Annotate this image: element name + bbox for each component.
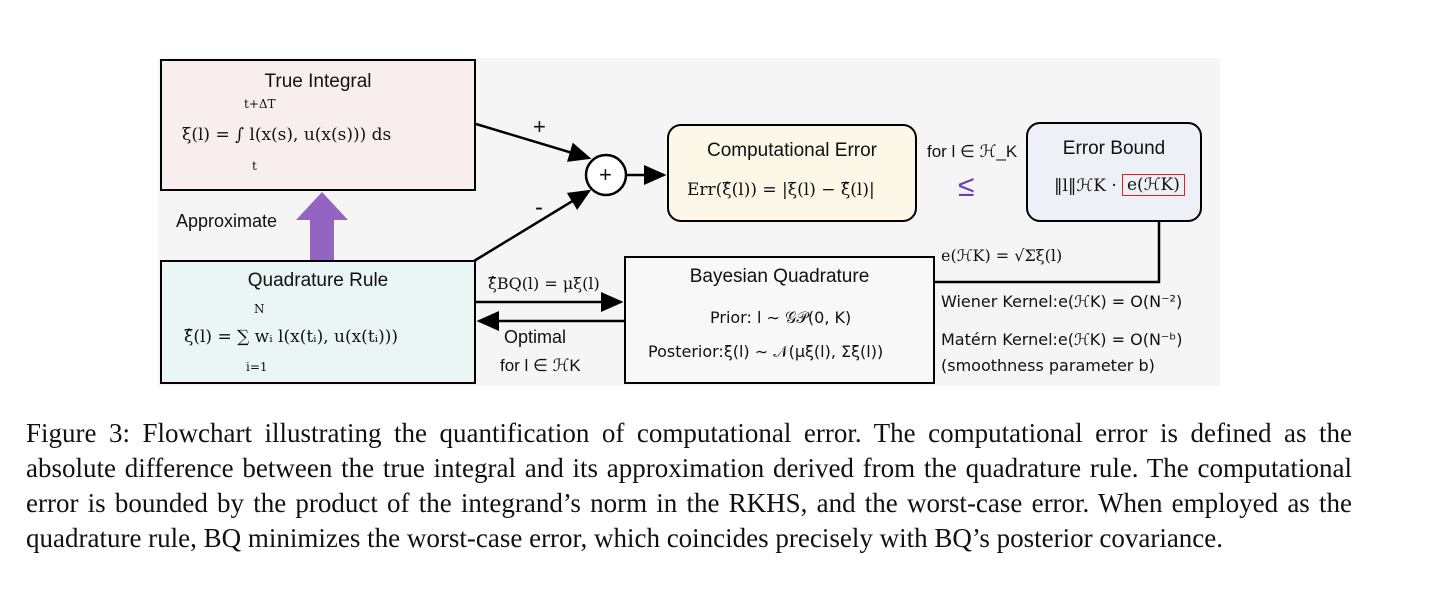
smoothness-note: (smoothness parameter b) [941, 356, 1155, 375]
approximate-label: Approximate [176, 211, 278, 231]
sum-symbol: + [599, 162, 612, 187]
for-l-label: for l ∈ ℋ_K [927, 142, 1018, 161]
computational-error-box: Computational Error Err(ξ̂(l)) = |ξ(l) −… [667, 124, 917, 222]
quadrature-rule-title: Quadrature Rule [247, 270, 389, 291]
quadrature-rule-box: Quadrature Rule ξ̂(l) = ∑ wᵢ l(x(tᵢ), u(… [160, 260, 476, 384]
error-bound-norm: ‖l‖ℋK · [1054, 176, 1117, 196]
optimal-for-label: for l ∈ ℋK [500, 356, 581, 375]
bq-output-label: ξ̂BQ(l) = μξ(l) [488, 274, 600, 293]
error-bound-worst-case: e(ℋK) [1122, 174, 1185, 196]
error-bound-box: Error Bound ‖l‖ℋK · e(ℋK) [1026, 122, 1202, 222]
wiener-kernel-note: Wiener Kernel:e(ℋK) = O(N⁻²) [941, 292, 1183, 311]
true-integral-upper-limit: t+ΔT [244, 97, 276, 111]
figure-caption: Figure 3: Flowchart illustrating the qua… [26, 418, 1352, 553]
optimal-label: Optimal [504, 327, 567, 347]
flowchart-diagram: True Integral ξ(l) = ∫ l(x(s), u(x(s))) … [158, 58, 1220, 386]
bayesian-quadrature-prior: Prior: l ∼ 𝒢𝒫(0, K) [710, 308, 852, 327]
computational-error-formula: Err(ξ̂(l)) = |ξ(l) − ξ̂(l)| [687, 180, 875, 200]
true-integral-lower-limit: t [252, 159, 257, 173]
true-to-sum-arrow [475, 122, 592, 162]
quadrature-rule-formula: ξ̂(l) = ∑ wᵢ l(x(tᵢ), u(x(tᵢ))) [184, 327, 398, 347]
worst-case-error-definition: e(ℋK) = √Σξ(l) [941, 246, 1063, 265]
true-integral-box: True Integral ξ(l) = ∫ l(x(s), u(x(s))) … [160, 59, 476, 191]
bayesian-quadrature-box: Bayesian Quadrature Prior: l ∼ 𝒢𝒫(0, K) … [624, 256, 935, 384]
bayesian-quadrature-title: Bayesian Quadrature [689, 266, 870, 287]
bq-to-bound-arrow [935, 189, 1169, 284]
connector-layer [296, 122, 1169, 331]
quadrature-to-sum-arrow [473, 189, 592, 263]
minus-label: - [535, 194, 543, 221]
computational-error-title: Computational Error [706, 140, 878, 161]
error-bound-title: Error Bound [1062, 138, 1166, 159]
leq-symbol: ≤ [958, 170, 975, 203]
bayesian-quadrature-posterior: Posterior:ξ(l) ∼ 𝒩(μξ(l), Σξ(l)) [648, 342, 884, 361]
approximate-arrow [296, 192, 348, 260]
true-integral-title: True Integral [264, 71, 372, 92]
true-integral-formula: ξ(l) = ∫ l(x(s), u(x(s))) ds [182, 125, 392, 145]
quadrature-rule-upper-limit: N [254, 302, 265, 316]
quadrature-rule-lower-limit: i=1 [246, 360, 268, 374]
plus-label: + [533, 114, 546, 139]
matern-kernel-note: Matérn Kernel:e(ℋK) = O(N⁻ᵇ) [941, 330, 1183, 349]
